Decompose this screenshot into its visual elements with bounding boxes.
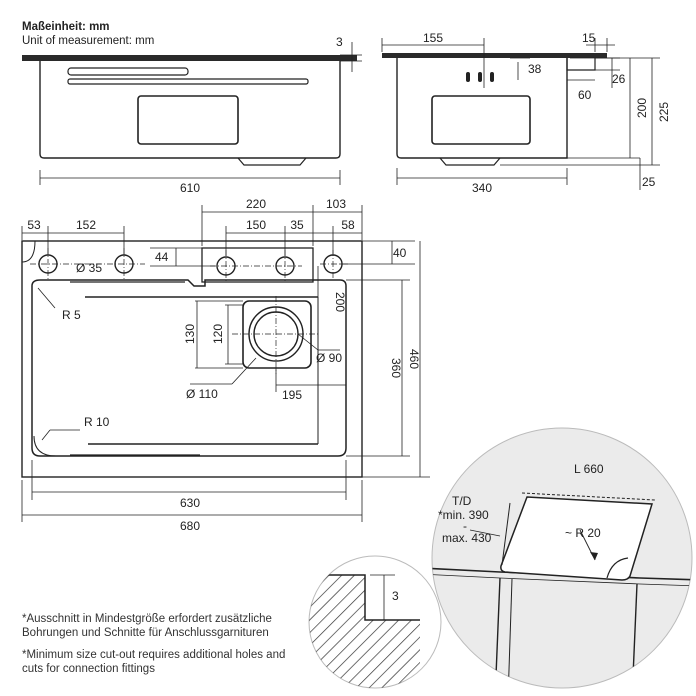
top-inner-outline xyxy=(31,279,347,457)
front-view xyxy=(22,42,362,185)
side-hole-1 xyxy=(466,72,470,82)
rim-detail-circle xyxy=(308,555,442,689)
dim-side-rim: 15 xyxy=(582,31,596,45)
dim-top-tray-width: 220 xyxy=(246,197,266,211)
dim-top-outer-width: 680 xyxy=(180,519,200,533)
dim-top-drain-outer: Ø 110 xyxy=(186,387,218,401)
top-bottom-fillet xyxy=(33,435,57,457)
rim-detail-hatch xyxy=(309,575,420,688)
rim-detail-dim: 3 xyxy=(392,589,399,603)
dim-top-tray-hole-edge: 35 xyxy=(290,218,304,232)
footnote-de: *Ausschnitt in Mindestgröße erfordert zu… xyxy=(22,613,272,639)
top-view xyxy=(21,205,430,522)
detail-length: L 660 xyxy=(574,462,604,476)
detail-cutout-shape xyxy=(500,496,653,581)
detail-td-label: T/D xyxy=(452,494,472,508)
side-basin-outline xyxy=(396,58,568,159)
footnotes: *Ausschnitt in Mindestgröße erfordert zu… xyxy=(22,612,322,676)
dim-top-outer-depth: 460 xyxy=(407,349,421,369)
dim-top-right-hole: 58 xyxy=(341,218,355,232)
dim-top-tray-hole-spacing: 150 xyxy=(246,218,266,232)
front-slot-lower xyxy=(67,78,309,85)
detail-min-outline xyxy=(521,492,656,501)
front-window xyxy=(137,95,239,145)
detail-td-dash: - xyxy=(463,519,467,533)
side-hole-3 xyxy=(490,72,494,82)
detail-radius-arrow xyxy=(590,552,598,560)
dim-front-width: 610 xyxy=(180,181,200,195)
dim-side-faucet: 155 xyxy=(423,31,443,45)
unit-label-en: Unit of measurement: mm xyxy=(22,35,155,47)
dim-side-inner-height: 200 xyxy=(635,98,649,118)
detail-circle xyxy=(431,427,693,689)
dim-side-depth: 340 xyxy=(472,181,492,195)
dim-top-drain-inner: 120 xyxy=(211,324,225,344)
top-drain-frame xyxy=(242,300,312,369)
dim-top-hole-edge: 53 xyxy=(27,218,41,232)
dim-top-drain-depth: 200 xyxy=(333,292,347,312)
detail-td-max: max. 430 xyxy=(442,531,492,545)
detail-countertop-line-2 xyxy=(432,573,692,587)
dim-top-right-offset: 103 xyxy=(326,197,346,211)
side-view xyxy=(381,38,660,190)
dim-top-bottom-radius: R 10 xyxy=(84,415,110,429)
dim-top-drain-right: 195 xyxy=(282,388,302,402)
dim-side-total-height: 225 xyxy=(657,102,671,122)
dim-top-inner-depth: 360 xyxy=(389,358,403,378)
dim-top-drain-frame: 130 xyxy=(183,324,197,344)
side-rim xyxy=(382,53,607,58)
detail-corner-radius: ~ R 20 xyxy=(565,526,601,540)
detail-td-leader xyxy=(469,529,501,537)
dim-side-hole: 38 xyxy=(528,62,542,76)
side-drain xyxy=(439,157,501,166)
top-accessory-tray xyxy=(201,247,314,283)
dim-side-drain: 25 xyxy=(642,175,656,189)
front-basin-outline xyxy=(39,61,341,159)
detail-corner-arc xyxy=(606,557,629,579)
top-corner-fillet xyxy=(21,240,36,263)
dim-top-hole-spacing: 152 xyxy=(76,218,96,232)
dim-front-rim: 3 xyxy=(336,35,343,49)
dim-side-step-width: 60 xyxy=(578,88,592,102)
dim-top-hole-diameter: Ø 35 xyxy=(76,261,102,275)
dim-top-hole-row: 40 xyxy=(393,246,407,260)
front-rim xyxy=(22,55,357,61)
side-hole-2 xyxy=(478,72,482,82)
unit-label-de: Maßeinheit: mm xyxy=(22,21,110,33)
dim-top-inner-width: 630 xyxy=(180,496,200,510)
front-drain xyxy=(237,157,307,166)
top-outer-outline xyxy=(21,240,363,478)
unit-header: Maßeinheit: mm Unit of measurement: mm xyxy=(22,20,154,48)
front-slot-upper xyxy=(67,67,189,76)
side-window xyxy=(431,95,531,145)
detail-cutout-side xyxy=(501,502,511,566)
dim-top-drain-diameter: Ø 90 xyxy=(316,351,342,365)
detail-td-min: *min. 390 xyxy=(438,508,489,522)
footnote-en: *Minimum size cut-out requires additiona… xyxy=(22,649,286,675)
dim-top-inner-radius: R 5 xyxy=(62,308,81,322)
dim-side-step: 26 xyxy=(612,72,626,86)
dim-top-tray-height: 44 xyxy=(155,250,169,264)
side-step xyxy=(566,58,596,71)
